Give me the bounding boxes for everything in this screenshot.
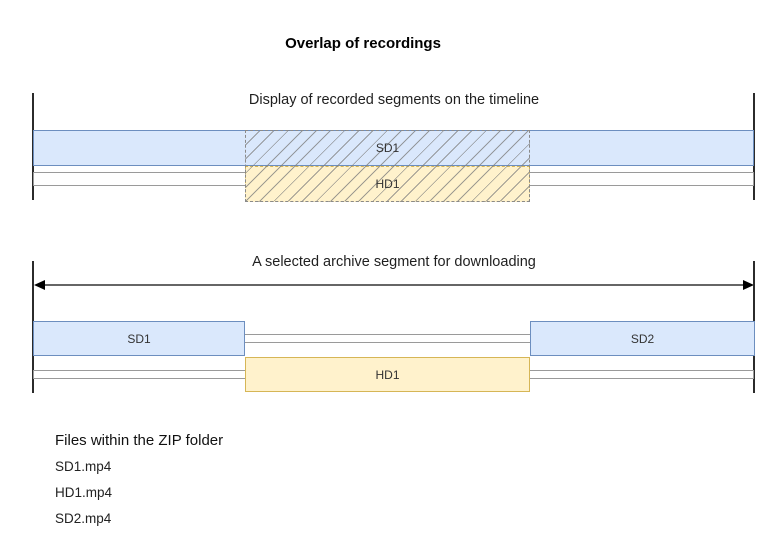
section2-sd2-label: SD2 <box>630 332 655 346</box>
section1-hd1-label: HD1 <box>375 177 400 191</box>
section1-header: Display of recorded segments on the time… <box>248 92 540 108</box>
left-arrowhead-icon <box>34 280 45 290</box>
section2-hd1-label: HD1 <box>375 368 400 382</box>
zip-file-item: HD1.mp4 <box>55 485 113 500</box>
section2-sd2-bar <box>530 321 755 356</box>
zip-file-item: SD2.mp4 <box>55 511 112 526</box>
section2-sd1-label: SD1 <box>127 332 151 346</box>
section2-sd1-bar <box>33 321 245 356</box>
zip-file-item: SD1.mp4 <box>55 459 112 474</box>
section1-overlap-hatched-region <box>245 130 530 202</box>
zip-files-block: Files within the ZIP folder SD1.mp4 HD1.… <box>55 432 355 537</box>
section2-header: A selected archive segment for downloadi… <box>252 254 536 270</box>
page-title: Overlap of recordings <box>285 35 441 52</box>
section2-hd1-bar <box>245 357 530 392</box>
right-arrowhead-icon <box>743 280 754 290</box>
zip-files-heading: Files within the ZIP folder <box>55 432 224 449</box>
section1-right-tick <box>753 93 755 200</box>
selection-range-arrow <box>40 284 748 286</box>
section1-sd1-label: SD1 <box>375 141 400 155</box>
